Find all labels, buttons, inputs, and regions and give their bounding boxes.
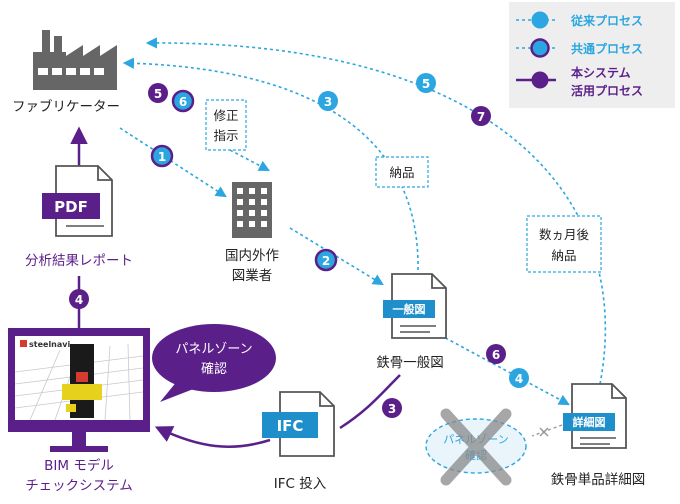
legend-label: 活用プロセス <box>571 83 643 98</box>
svg-text:2: 2 <box>322 254 330 268</box>
step-badge: 6 <box>486 344 506 364</box>
screen-logo: steelnavi <box>29 340 70 349</box>
svg-text:納品: 納品 <box>551 248 576 263</box>
step-badge: 5 <box>416 73 436 93</box>
step-badge: 3 <box>382 398 402 418</box>
step-badge: 3 <box>318 91 338 111</box>
svg-text:7: 7 <box>477 110 485 124</box>
ifc-input-label: IFC 投入 <box>274 476 327 492</box>
general-drawing-icon: 一般図 <box>383 273 447 339</box>
detail-drawing-tag: 詳細図 <box>573 415 606 429</box>
svg-text:数ヵ月後: 数ヵ月後 <box>539 227 590 242</box>
logo-icon <box>20 340 27 347</box>
step-badge: 1 <box>150 144 174 168</box>
detail-drawing-label: 鉄骨単品詳細図 <box>551 472 646 488</box>
svg-text:5: 5 <box>154 87 162 101</box>
svg-text:4: 4 <box>515 372 523 386</box>
svg-text:納品: 納品 <box>389 165 414 180</box>
bim-label: チェックシステム <box>25 478 133 494</box>
bim-monitor-icon: steelnavi <box>8 328 150 452</box>
cross-mark-icon <box>440 408 512 486</box>
pdf-tag: PDF <box>54 198 88 216</box>
svg-text:6: 6 <box>179 95 187 109</box>
svg-text:1: 1 <box>158 150 166 164</box>
svg-text:3: 3 <box>324 95 332 109</box>
step-badge: 5 <box>148 83 168 103</box>
svg-text:5: 5 <box>422 77 430 91</box>
svg-text:パネルゾーン: パネルゾーン <box>175 342 252 357</box>
building-icon <box>232 182 272 238</box>
fix-instruction-callout: 修正 指示 <box>205 99 247 151</box>
ifc-file-icon: IFC <box>262 391 335 457</box>
general-drawing-label: 鉄骨一般図 <box>376 355 444 371</box>
legend: 従来プロセス 共通プロセス 本システム 活用プロセス <box>509 2 675 108</box>
svg-text:修正: 修正 <box>213 108 238 123</box>
legend-new-system: 本システム 活用プロセス <box>516 65 643 98</box>
legend-label: 本システム <box>571 65 631 80</box>
legend-label: 従来プロセス <box>570 13 643 28</box>
bim-label: BIM モデル <box>44 457 114 474</box>
small-x-icon <box>539 427 549 437</box>
step-badge: 4 <box>509 368 529 388</box>
report-label: 分析結果レポート <box>25 253 133 269</box>
ifc-tag: IFC <box>277 417 304 435</box>
svg-text:4: 4 <box>75 293 83 307</box>
delivery-callout: 納品 <box>375 156 429 188</box>
contractor-label: 図業者 <box>232 268 273 284</box>
legend-common: 共通プロセス <box>516 38 643 58</box>
detail-drawing-icon: 詳細図 <box>563 383 627 449</box>
step-badge: 4 <box>69 289 89 309</box>
step-badge: 7 <box>471 106 491 126</box>
contractor-label: 国内外作 <box>225 248 279 264</box>
crossed-panel-zone-check: パネルゾーン 確認 <box>425 408 549 486</box>
svg-text:6: 6 <box>492 348 500 362</box>
months-later-callout: 数ヵ月後 納品 <box>526 215 602 273</box>
general-drawing-tag: 一般図 <box>393 302 426 316</box>
step-badge: 6 <box>171 89 195 113</box>
legend-label: 共通プロセス <box>571 41 643 56</box>
factory-icon <box>33 30 117 90</box>
connectors <box>70 37 607 448</box>
fabricator-label: ファブリケーター <box>12 98 120 115</box>
pdf-report-icon: PDF <box>42 165 113 237</box>
panel-zone-bubble: パネルゾーン 確認 <box>152 324 276 402</box>
svg-text:3: 3 <box>388 402 396 416</box>
svg-text:確認: 確認 <box>201 361 227 377</box>
step-badge: 2 <box>314 248 338 272</box>
svg-text:指示: 指示 <box>213 128 238 143</box>
legend-conventional: 従来プロセス <box>516 11 643 29</box>
